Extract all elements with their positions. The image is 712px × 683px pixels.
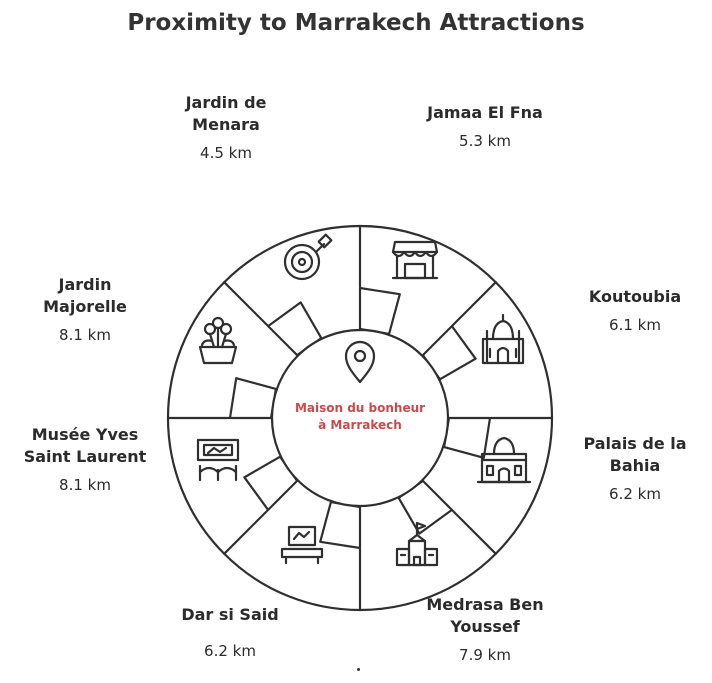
school-building-icon <box>395 521 439 567</box>
garden-hose-icon <box>283 233 333 281</box>
divider-line <box>451 509 497 555</box>
attraction-name: Dar si Said <box>181 605 279 624</box>
attraction-label-jardin-de-menara: Jardin de Menara 4.5 km <box>146 92 306 164</box>
attraction-distance: 6.1 km <box>609 316 661 334</box>
museum-exhibit-icon <box>280 525 324 565</box>
attraction-label-koutoubia: Koutoubia 6.1 km <box>555 286 712 336</box>
attraction-name: Jardin de Menara <box>185 93 267 134</box>
palace-icon <box>476 436 532 484</box>
decorative-dot <box>357 668 360 671</box>
attraction-distance: 5.3 km <box>459 132 511 150</box>
attraction-distance: 6.2 km <box>204 642 256 660</box>
attraction-label-jardin-majorelle: Jardin Majorelle 8.1 km <box>5 274 165 346</box>
flower-pot-icon <box>198 316 238 365</box>
center-circle <box>270 328 450 508</box>
divider-line <box>223 281 269 327</box>
center-label: Maison du bonheur à Marrakech <box>294 401 426 432</box>
attraction-label-palais-de-la-bahia: Palais de la Bahia 6.2 km <box>555 433 712 505</box>
attraction-label-musee-yves-saint-laurent: Musée Yves Saint Laurent 8.1 km <box>5 424 165 496</box>
attraction-distance: 8.1 km <box>59 476 111 494</box>
attraction-name: Jardin Majorelle <box>43 275 127 316</box>
attraction-label-medrasa-ben-youssef: Medrasa Ben Youssef 7.9 km <box>385 594 585 666</box>
attraction-label-jamaa-el-fna: Jamaa El Fna 5.3 km <box>385 102 585 152</box>
market-stall-icon <box>391 240 439 280</box>
attraction-distance: 7.9 km <box>459 646 511 664</box>
divider-line <box>223 509 269 555</box>
attraction-name: Medrasa Ben Youssef <box>426 595 544 636</box>
map-pin-icon <box>344 340 376 384</box>
page-title: Proximity to Marrakech Attractions <box>127 10 585 36</box>
inner-tab-ring <box>228 286 492 550</box>
attraction-name: Koutoubia <box>588 287 682 306</box>
attraction-distance: 4.5 km <box>200 144 252 162</box>
mosque-icon <box>481 313 525 365</box>
attraction-name: Jamaa El Fna <box>427 103 543 122</box>
divider-line <box>451 281 497 327</box>
attraction-name: Musée Yves Saint Laurent <box>23 425 147 466</box>
attraction-distance: 8.1 km <box>59 326 111 344</box>
attraction-distance: 6.2 km <box>609 485 661 503</box>
gallery-frame-icon <box>196 438 240 482</box>
attraction-name: Palais de la Bahia <box>583 434 687 475</box>
attraction-label-dar-si-said: Dar si Said 6.2 km <box>150 604 310 662</box>
